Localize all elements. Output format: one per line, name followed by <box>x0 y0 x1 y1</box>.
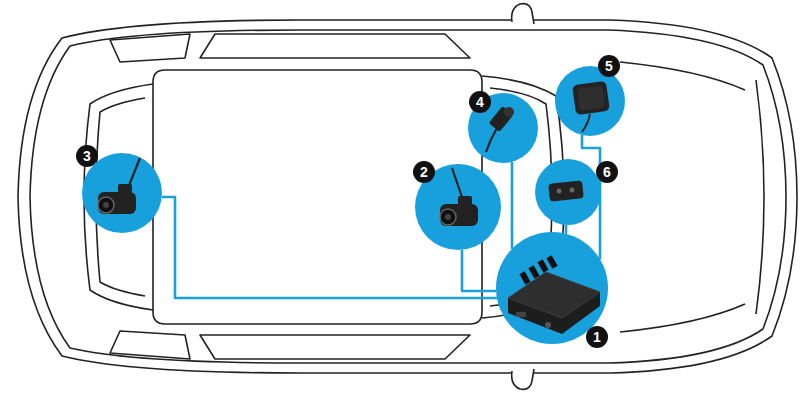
callout-number: 1 <box>586 326 608 348</box>
control-unit-icon <box>508 255 600 334</box>
car-body-inner <box>30 30 786 363</box>
side-window <box>200 335 470 359</box>
callout-number: 5 <box>598 55 620 77</box>
device-circle: 5 <box>555 66 625 136</box>
callout-number: 2 <box>413 161 435 183</box>
hood-line <box>620 62 745 90</box>
side-window <box>200 34 470 58</box>
mirror <box>512 369 534 389</box>
hood-edge <box>756 80 764 314</box>
cable-line <box>511 162 514 249</box>
rear-camera-icon <box>98 158 140 214</box>
device-circle: 1 <box>496 232 608 344</box>
callout-number: 4 <box>469 91 491 113</box>
device-circle: 3 <box>82 153 162 233</box>
device-circle: 2 <box>415 164 501 250</box>
cable-line <box>462 250 496 291</box>
button-icon <box>486 106 514 152</box>
callout-number: 3 <box>76 145 98 167</box>
front-camera-icon <box>440 168 478 226</box>
cable-line <box>565 225 568 234</box>
device-circle: 4 <box>468 93 538 163</box>
mirror <box>512 4 534 24</box>
callout-number: 6 <box>596 161 618 183</box>
hood-line <box>620 304 745 332</box>
side-window-rear <box>110 331 190 359</box>
antenna-icon <box>572 81 610 132</box>
remote-icon <box>548 180 584 201</box>
device-circle: 6 <box>535 159 601 225</box>
car-body <box>18 20 797 373</box>
side-window-rear <box>110 34 190 62</box>
